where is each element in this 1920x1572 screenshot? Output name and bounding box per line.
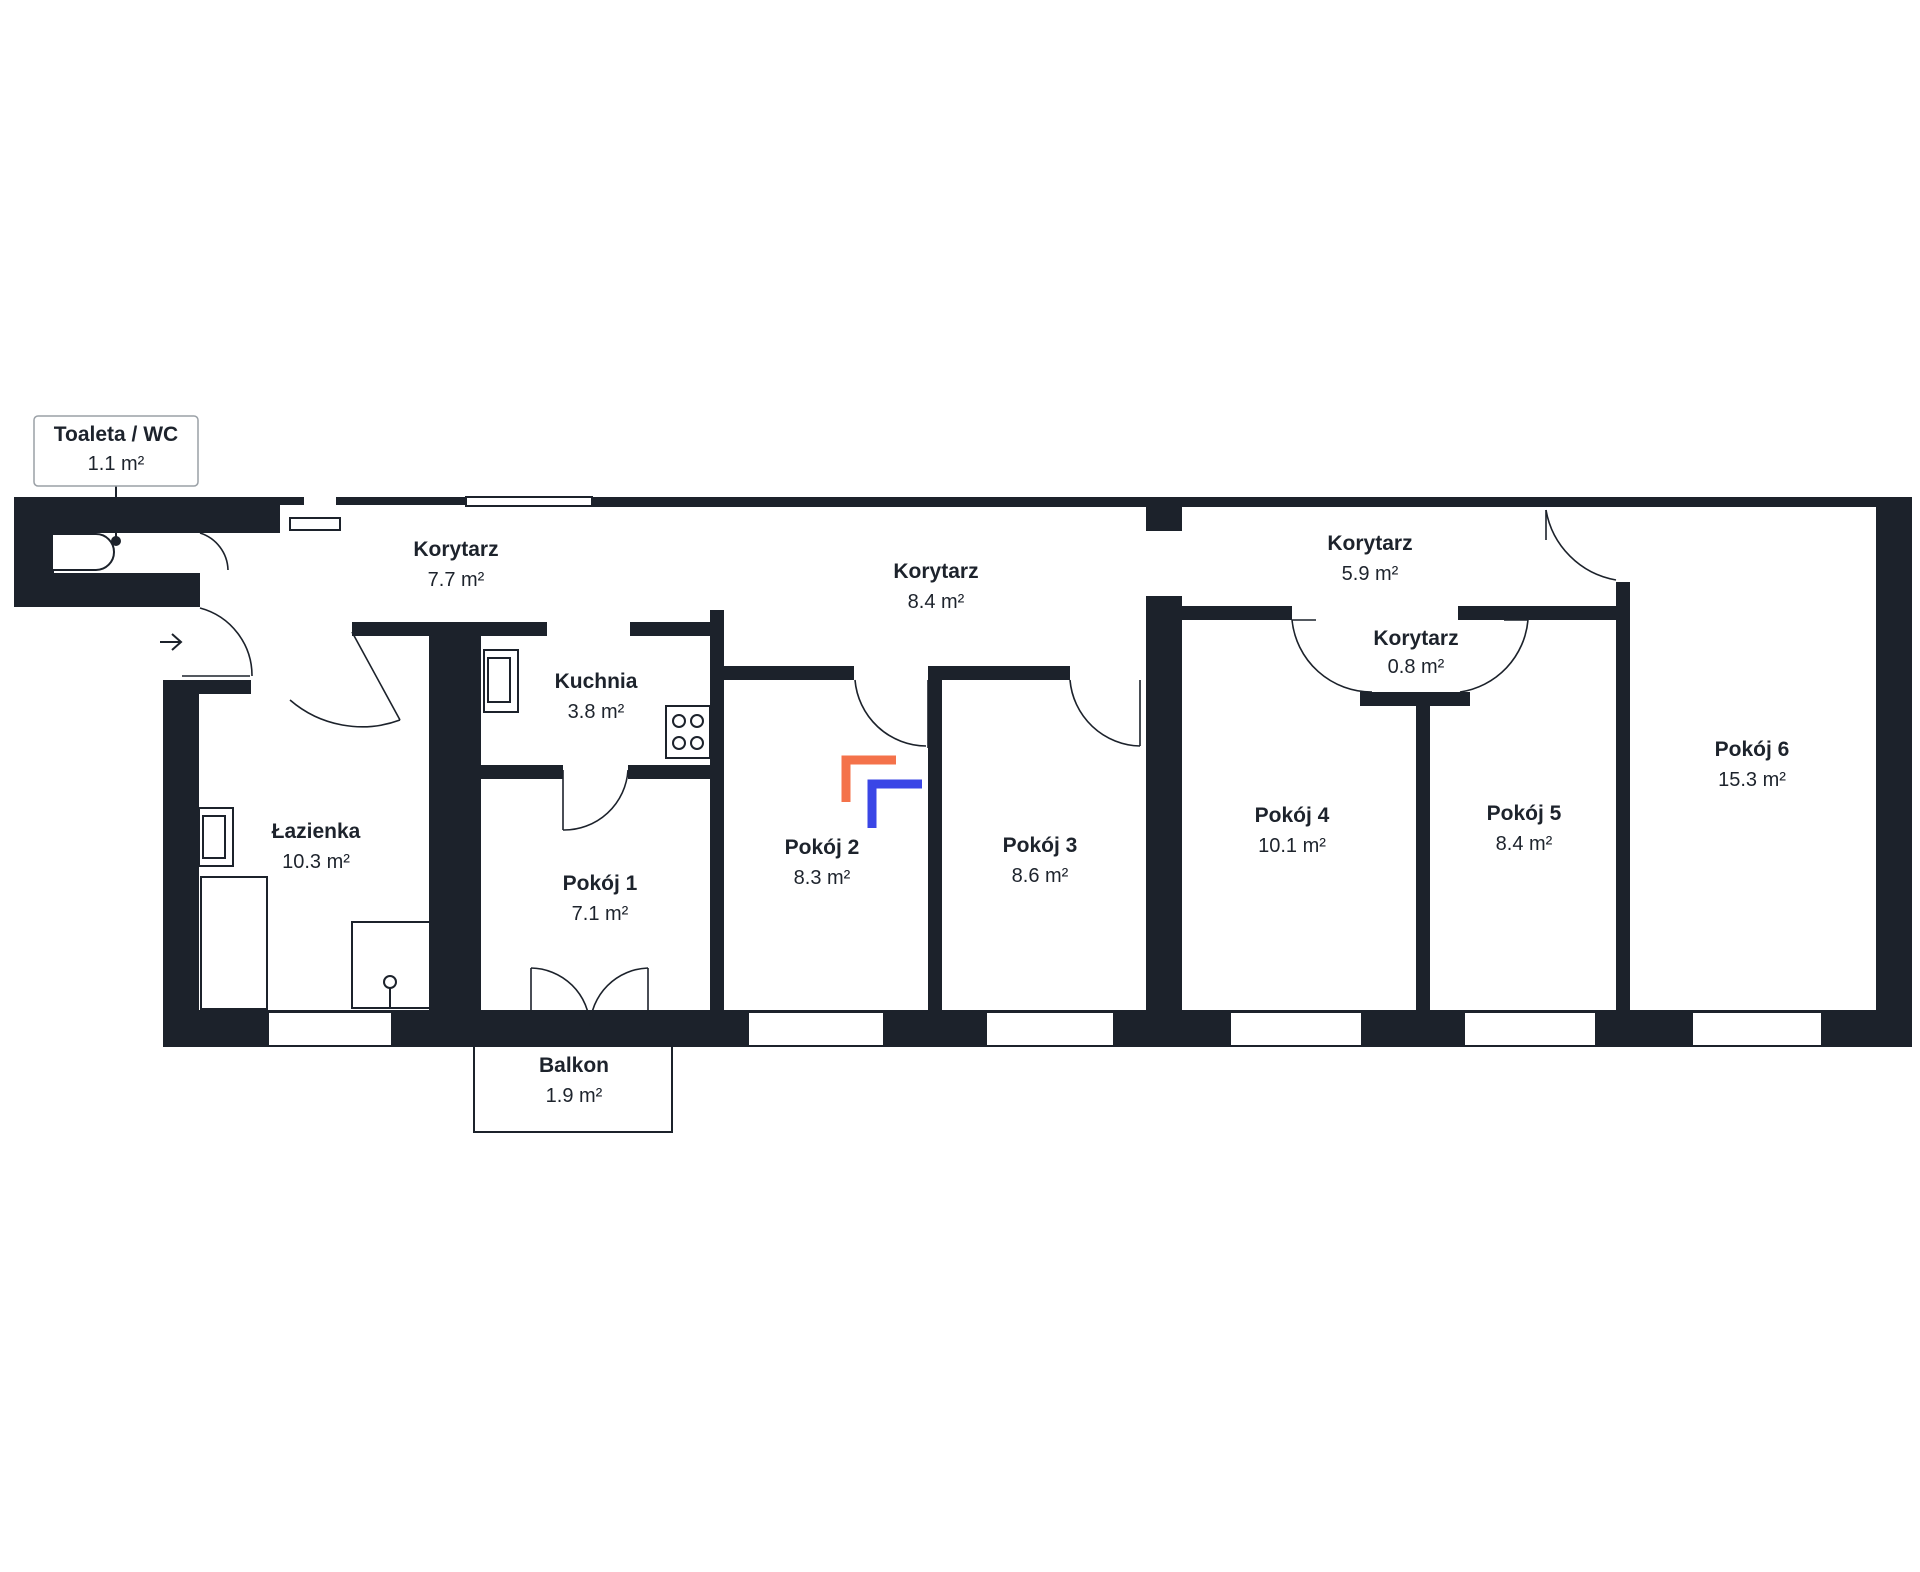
room-area: 7.1 m²: [572, 903, 629, 925]
room-name: Balkon: [539, 1054, 609, 1077]
room-area: 3.8 m²: [568, 701, 625, 723]
room-name: Pokój 5: [1487, 802, 1562, 825]
room-area: 7.7 m²: [428, 569, 485, 591]
watermark-logo-icon: [841, 755, 922, 828]
entrance-arrow-icon: [160, 633, 183, 651]
room-area: 1.1 m²: [88, 453, 145, 475]
room-name: Kuchnia: [555, 670, 638, 693]
room-area: 8.6 m²: [1012, 865, 1069, 887]
stove-icon: [665, 705, 711, 759]
room-name: Korytarz: [1327, 532, 1412, 555]
room-name: Pokój 4: [1255, 804, 1330, 827]
room-area: 10.3 m²: [282, 851, 350, 873]
room-labels: Toaleta / WC 1.1 m² Korytarz 7.7 m² Kory…: [54, 423, 1790, 1107]
washbasin-icon: [198, 807, 234, 867]
room-name: Pokój 1: [563, 872, 638, 895]
room-name: Pokój 2: [785, 836, 860, 859]
room-area: 8.3 m²: [794, 867, 851, 889]
toaleta-label-box: [33, 415, 199, 487]
room-area: 5.9 m²: [1342, 563, 1399, 585]
toilet-icon: [51, 486, 121, 571]
room-area: 8.4 m²: [1496, 833, 1553, 855]
room-area: 1.9 m²: [546, 1085, 603, 1107]
room-area: 10.1 m²: [1258, 835, 1326, 857]
room-name: Pokój 3: [1003, 834, 1078, 857]
shower-icon: [351, 921, 431, 1009]
bathtub-icon: [200, 876, 268, 1010]
balcony-outline: [473, 1047, 673, 1133]
room-name: Toaleta / WC: [54, 423, 178, 446]
room-name: Korytarz: [1373, 627, 1458, 650]
room-name: Korytarz: [413, 538, 498, 561]
room-area: 15.3 m²: [1718, 769, 1786, 791]
room-name: Pokój 6: [1715, 738, 1790, 761]
room-name: Korytarz: [893, 560, 978, 583]
room-area: 8.4 m²: [908, 591, 965, 613]
room-name: Łazienka: [272, 820, 361, 843]
fixtures: [51, 486, 711, 1010]
windows: [267, 496, 1823, 1047]
room-area: 0.8 m²: [1388, 656, 1445, 678]
doors: [182, 509, 1617, 1027]
kitchen-sink-icon: [483, 649, 519, 713]
